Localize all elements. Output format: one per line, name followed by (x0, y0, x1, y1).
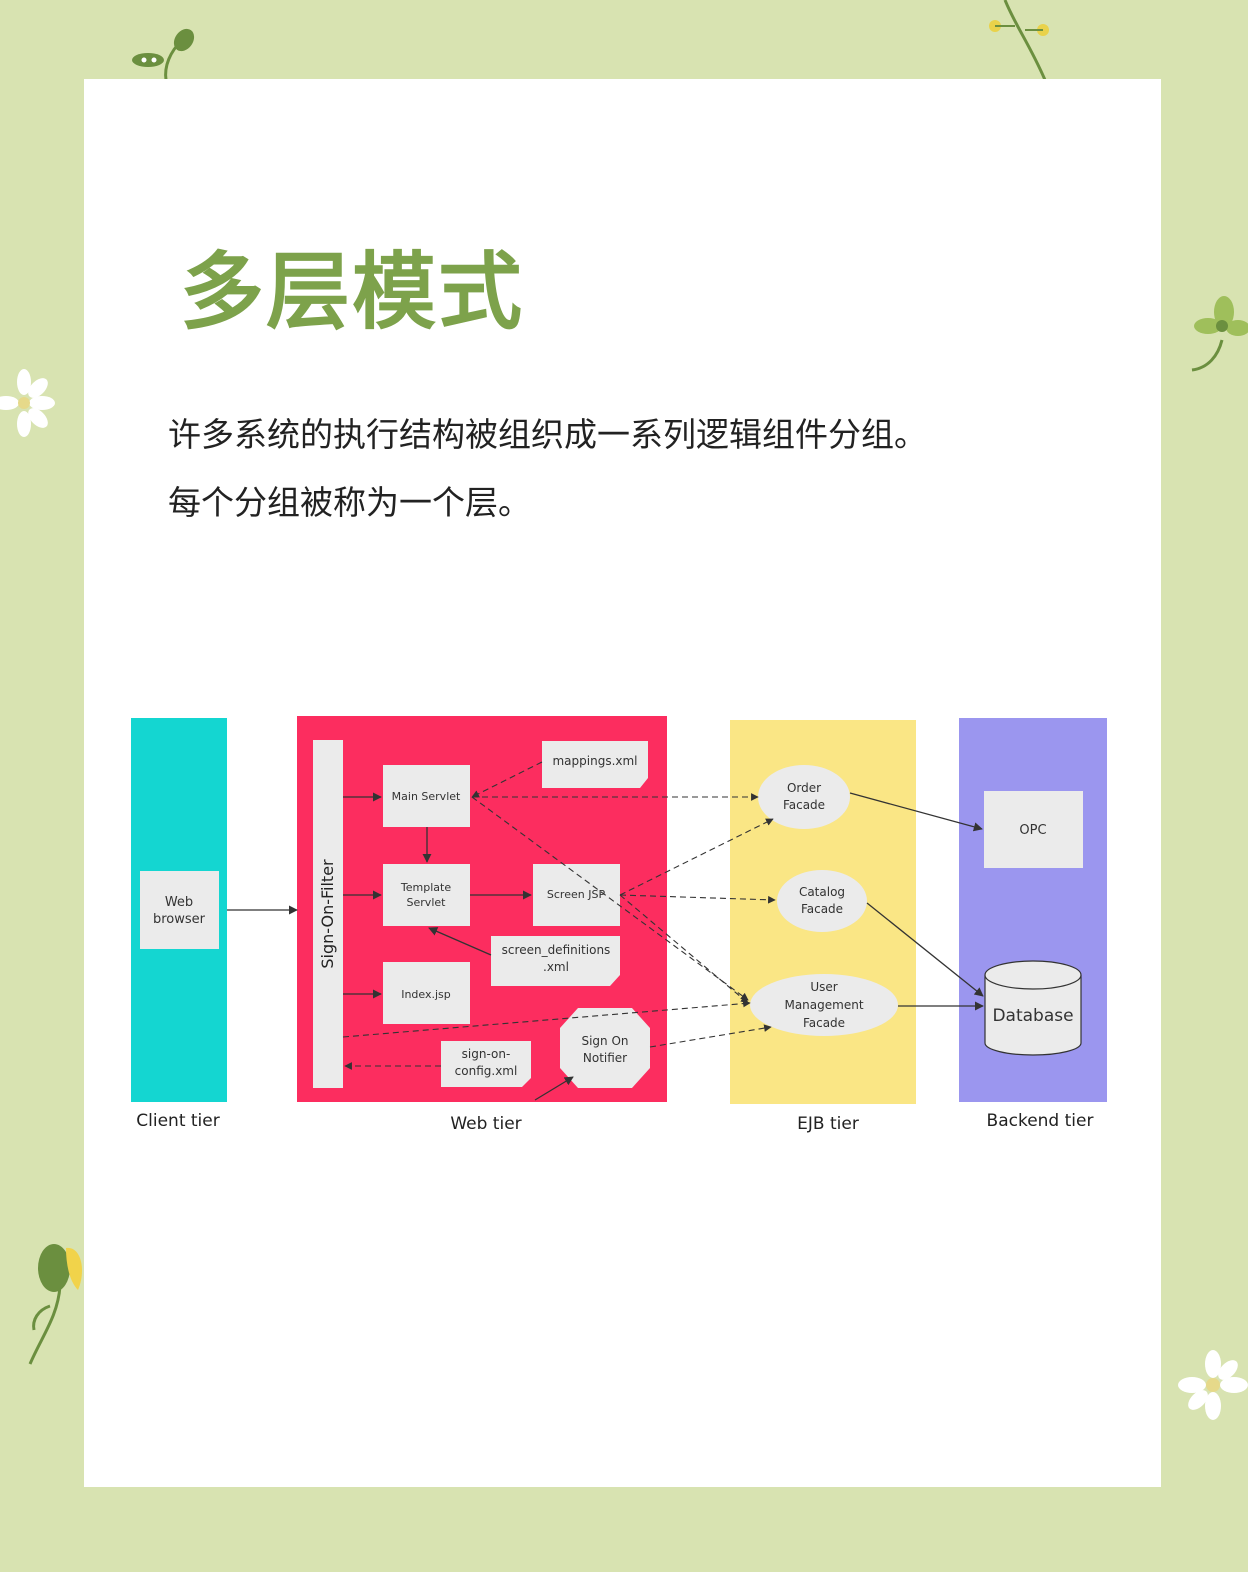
ejb-tier-label: EJB tier (797, 1114, 859, 1134)
screen-definitions-label: screen_definitions (502, 943, 611, 957)
order-facade-label: Order (787, 781, 821, 795)
screen-definitions-label: .xml (543, 960, 569, 974)
user-management-facade-label: Facade (803, 1016, 845, 1030)
database-cylinder (984, 960, 1082, 1056)
sign-on-config-box (441, 1041, 531, 1087)
template-servlet-box (383, 864, 470, 926)
catalog-facade-ellipse (777, 870, 867, 932)
screen-jsp-label: Screen JSP (547, 888, 606, 901)
intro-line-2: 每个分组被称为一个层。 (168, 483, 531, 522)
web-browser-label: Web (165, 895, 193, 910)
sign-on-notifier-octagon (560, 1008, 650, 1088)
page-title: 多层模式 (180, 243, 525, 341)
sign-on-filter-label: Sign-On-Filter (318, 859, 337, 969)
client-tier-label: Client tier (136, 1111, 219, 1131)
content-card: 多层模式 许多系统的执行结构被组织成一系列逻辑组件分组。 每个分组被称为一个层。… (84, 79, 1161, 1487)
solid-connectors (227, 792, 984, 1101)
sign-on-notifier-label: Notifier (583, 1051, 627, 1065)
main-servlet-label: Main Servlet (392, 790, 461, 803)
web-browser-label: browser (153, 912, 206, 927)
backend-tier-label: Backend tier (987, 1111, 1094, 1131)
sign-on-config-label: config.xml (455, 1064, 518, 1078)
screen-definitions-box (491, 936, 620, 986)
catalog-facade-label: Catalog (799, 885, 845, 899)
dashed-connectors (342, 761, 776, 1070)
index-jsp-label: Index.jsp (401, 988, 451, 1001)
index-jsp-box (383, 962, 470, 1024)
green-flower-icon (1191, 296, 1248, 372)
user-management-facade-ellipse (750, 974, 898, 1036)
white-daisy-icon (1178, 1350, 1248, 1420)
opc-box (984, 791, 1083, 868)
sign-on-config-label: sign-on- (462, 1047, 511, 1061)
template-servlet-label: Servlet (407, 896, 447, 909)
white-flower-icon (0, 369, 55, 437)
berry-branch-icon (989, 0, 1049, 80)
sign-on-notifier-label: Sign On (581, 1034, 628, 1048)
catalog-facade-label: Facade (801, 902, 843, 916)
user-management-facade-label: User (810, 980, 837, 994)
tulip-icon (28, 1244, 82, 1365)
web-browser-box (140, 871, 219, 949)
web-tier-label: Web tier (450, 1114, 521, 1134)
leaf-sprig-icon (132, 28, 195, 81)
multi-tier-architecture-diagram: Client tier Web tier EJB tier Backend ti… (131, 716, 1107, 1134)
template-servlet-label: Template (400, 881, 451, 894)
order-facade-label: Facade (783, 798, 825, 812)
mappings-xml-box (542, 741, 648, 788)
opc-label: OPC (1019, 823, 1046, 838)
user-management-facade-label: Management (784, 998, 863, 1012)
main-servlet-box (383, 765, 470, 827)
order-facade-ellipse (758, 765, 850, 829)
database-label: Database (992, 1006, 1073, 1026)
intro-line-1: 许多系统的执行结构被组织成一系列逻辑组件分组。 (168, 415, 927, 454)
sign-on-filter-bar (313, 740, 343, 1088)
intro-text: 许多系统的执行结构被组织成一系列逻辑组件分组。 每个分组被称为一个层。 (168, 401, 1098, 537)
mappings-xml-label: mappings.xml (552, 754, 637, 768)
